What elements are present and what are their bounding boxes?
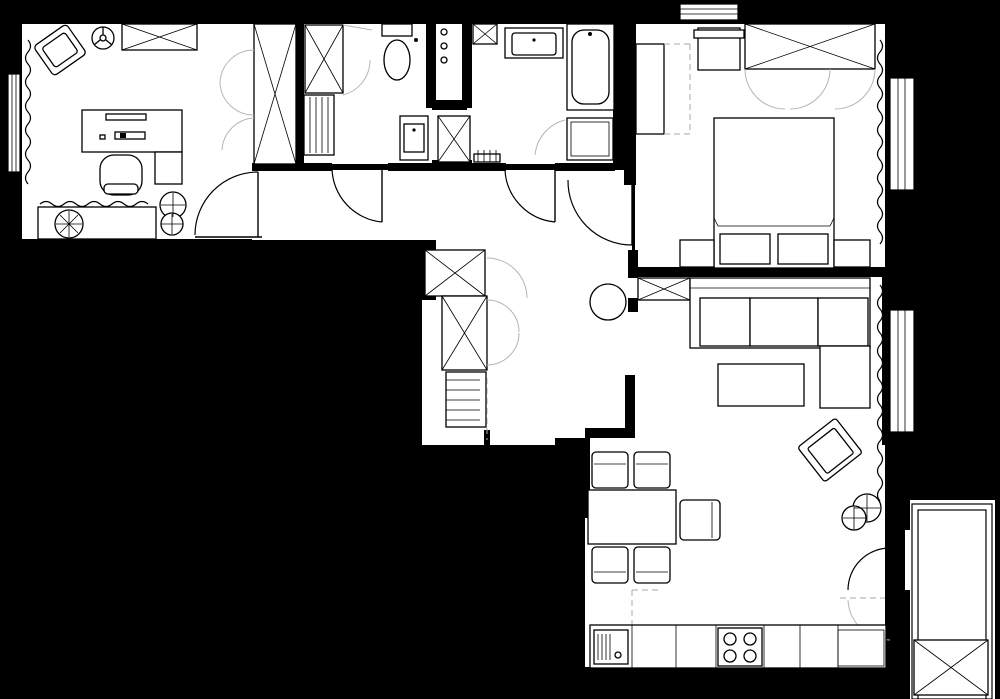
desk-icon [635, 43, 665, 135]
utility-shaft-icon [437, 28, 471, 163]
window-east-bedroom [889, 77, 915, 191]
toilet-door[interactable] [331, 167, 383, 223]
desk-chair-icon [693, 27, 745, 71]
walls [252, 8, 910, 699]
stove-icon [717, 627, 763, 667]
storage-box-icon [472, 23, 498, 45]
storage-box-icon [637, 277, 691, 301]
curtain-bedroom-east [876, 39, 884, 245]
radiator-icon [303, 94, 335, 156]
hallway-wardrobe-swings [486, 257, 528, 366]
bathtub-icon [566, 23, 615, 111]
desk-icon [81, 109, 183, 185]
radiator-icon [473, 150, 501, 163]
potted-plant-icon [159, 191, 187, 236]
chair-icon [591, 546, 629, 584]
bedroom-door[interactable] [567, 179, 633, 246]
washing-machine-icon [566, 117, 614, 161]
bathroom-door[interactable] [504, 167, 556, 223]
steering-wheel-icon [91, 26, 115, 50]
curtain-office-west [24, 39, 32, 185]
armchair-icon [34, 24, 86, 76]
wardrobe-icon [744, 23, 876, 70]
storage-icon [913, 639, 989, 696]
wardrobe-door-swings [744, 68, 876, 110]
nightstand-icon [679, 239, 871, 268]
chair-icon [633, 451, 671, 489]
sink-icon [504, 27, 564, 59]
wardrobe-icon [424, 249, 488, 371]
shower-door-swings [342, 24, 373, 96]
window-east-living [889, 309, 915, 433]
chair-icon [633, 546, 671, 584]
bath-cabinet-swing [534, 119, 566, 156]
storage-box-icon [121, 23, 198, 51]
shower-icon [304, 24, 344, 94]
window-north-bedroom [679, 3, 739, 21]
window-west [7, 73, 21, 173]
sink-icon [399, 115, 429, 161]
chair-icon [591, 451, 629, 489]
office-door[interactable] [194, 171, 262, 238]
round-table-icon [589, 283, 627, 321]
shoe-rack-icon [445, 371, 487, 428]
wardrobe-icon [253, 23, 297, 165]
toilet-icon [381, 23, 418, 81]
potted-plant-icon [54, 209, 84, 239]
wardrobe-door-swings [219, 49, 255, 151]
upper-cabinets-outline [631, 589, 885, 625]
chair-icon [679, 499, 721, 541]
curtain-living-east [876, 284, 884, 502]
office-chair-icon [99, 154, 143, 196]
coffee-table-icon [717, 363, 805, 407]
potted-plant-icon [841, 493, 882, 531]
dining-table-icon [587, 489, 677, 545]
armchair-icon [798, 418, 862, 482]
double-bed-icon [713, 117, 835, 269]
bedroom-desk-dashes [664, 43, 691, 135]
sofa-icon [689, 277, 871, 409]
sink-icon [593, 629, 629, 665]
